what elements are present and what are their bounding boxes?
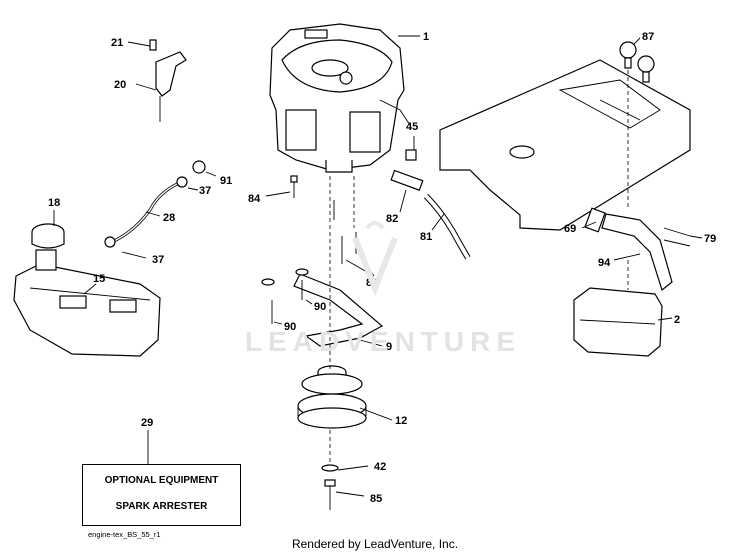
note-line-1: OPTIONAL EQUIPMENT xyxy=(104,475,219,486)
washer-part[interactable] xyxy=(321,464,339,472)
callout-28: 28 xyxy=(163,212,175,224)
callout-69: 69 xyxy=(564,223,576,235)
callout-18: 18 xyxy=(48,197,60,209)
nut-45-part[interactable] xyxy=(405,149,417,161)
leader-lines xyxy=(53,35,703,497)
fuel-tank-part[interactable] xyxy=(13,249,161,357)
callout-2: 2 xyxy=(674,314,680,326)
callout-42: 42 xyxy=(374,461,386,473)
assembly-guide-lines xyxy=(329,70,629,462)
optional-equipment-note: OPTIONAL EQUIPMENT SPARK ARRESTER xyxy=(82,464,241,526)
callout-79: 79 xyxy=(704,233,716,245)
callout-21: 21 xyxy=(111,37,123,49)
pulley-part[interactable] xyxy=(297,365,367,429)
callout-12: 12 xyxy=(395,415,407,427)
knob-87-part[interactable] xyxy=(619,41,655,83)
watermark-logo xyxy=(352,221,398,297)
chassis-plate-part[interactable] xyxy=(439,59,691,231)
render-credit: Rendered by LeadVenture, Inc. xyxy=(291,537,459,551)
callout-37b: 37 xyxy=(152,254,164,266)
callout-81: 81 xyxy=(420,231,432,243)
watermark-text: LEADVENTURE xyxy=(245,326,522,357)
callout-87: 87 xyxy=(642,31,654,43)
callout-82: 82 xyxy=(386,213,398,225)
exhaust-pipe-part[interactable] xyxy=(601,213,673,292)
throttle-control-part[interactable] xyxy=(149,39,187,122)
note-line-2: SPARK ARRESTER xyxy=(115,501,208,512)
clamp-part[interactable] xyxy=(104,160,206,248)
callout-90a: 90 xyxy=(314,301,326,313)
gasket-part[interactable] xyxy=(584,207,606,233)
callout-15: 15 xyxy=(93,273,105,285)
muffler-part[interactable] xyxy=(573,287,663,357)
callout-29: 29 xyxy=(141,417,153,429)
screw-79-part[interactable] xyxy=(663,227,691,247)
file-id: engine-tex_BS_55_r1 xyxy=(88,530,161,539)
callout-9: 9 xyxy=(386,341,392,353)
callout-84a: 84 xyxy=(248,193,261,205)
callout-1: 1 xyxy=(423,31,429,43)
callout-90b: 90 xyxy=(284,321,296,333)
callout-20: 20 xyxy=(114,79,126,91)
callout-37a: 37 xyxy=(199,185,211,197)
callout-45: 45 xyxy=(406,121,418,133)
fuel-cap-part[interactable] xyxy=(31,223,65,249)
callout-94: 94 xyxy=(598,257,611,269)
fuel-fitting-part[interactable] xyxy=(390,169,424,191)
hose-81-part[interactable] xyxy=(423,193,471,260)
fuel-line-part[interactable] xyxy=(111,178,187,244)
bolt-90-part[interactable] xyxy=(261,268,309,324)
bolt-84-part[interactable] xyxy=(290,175,357,264)
bolt-85-part[interactable] xyxy=(324,479,336,510)
callout-85: 85 xyxy=(370,493,382,505)
callout-91: 91 xyxy=(220,175,232,187)
callouts: 1 2 9 12 15 18 20 21 28 29 37 37 42 45 6… xyxy=(48,31,716,505)
engine-part[interactable] xyxy=(269,23,411,173)
belt-guide-part[interactable] xyxy=(293,273,384,347)
